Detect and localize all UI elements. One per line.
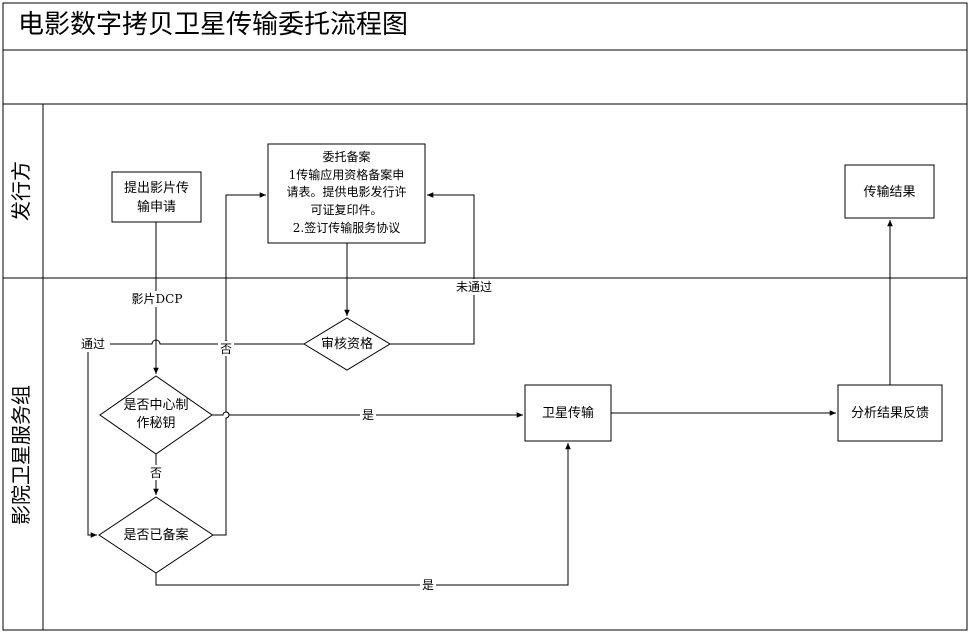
node-submit-request: 提出影片传 输申请 [111,171,202,223]
node-satellite-transfer: 卫星传输 [524,384,612,442]
decision-center-key: 是否中心制 作秘钥 [99,375,213,455]
page-title: 电影数字拷贝卫星传输委托流程图 [18,10,408,40]
edge-recorded-yes [155,443,571,586]
edge-label-bg [218,341,234,356]
edge-label-no-upper: 否 [220,342,232,356]
edge-label-passed: 通过 [81,337,105,351]
edge-review-passed [110,339,304,345]
node-submit-request-line1: 提出影片传 [124,180,189,196]
edge-label-film-dcp: 影片DCP [132,292,183,306]
decision-center-key-line2: 作秘钥 [136,416,175,431]
node-entrust-record-line5: 2.签订传输服务协议 [293,220,400,235]
node-submit-request-line2: 输申请 [137,199,176,215]
edge-label-bg [148,465,164,480]
lane-label-distributor: 发行方 [9,161,33,221]
node-entrust-record: 委托备案 1传输应用资格备案申 请表。提供电影发行许 可证复印件。 2.签订传输… [267,143,426,244]
edge-center-key-yes [212,411,523,418]
node-entrust-record-line4: 可证复印件。 [310,203,382,217]
node-transfer-result: 传输结果 [844,164,935,219]
edge-passed-to-recorded [87,352,97,538]
decision-review-qualification-label: 审核资格 [321,336,373,352]
edge-review-not-passed [390,192,475,345]
edge-label-bg [128,291,186,307]
node-satellite-transfer-label: 卫星传输 [542,405,594,421]
edge-label-bg [420,577,436,592]
node-analyze-feedback: 分析结果反馈 [837,384,943,442]
edge-label-not-passed: 未通过 [456,280,492,294]
edge-label-yes-upper: 是 [362,408,374,422]
edge-label-yes-lower: 是 [422,578,434,592]
node-entrust-record-line3: 请表。提供电影发行许 [286,184,406,199]
edge-label-bg [360,407,376,422]
node-transfer-result-label: 传输结果 [863,184,915,200]
node-analyze-feedback-label: 分析结果反馈 [851,406,929,421]
node-entrust-record-line1: 委托备案 [322,149,370,164]
edge-recorded-no [213,192,266,536]
decision-is-recorded: 是否已备案 [98,496,214,574]
decision-is-recorded-label: 是否已备案 [123,527,188,543]
node-entrust-record-line2: 1传输应用资格备案申 [289,167,405,182]
edge-label-no-lower: 否 [150,466,162,480]
decision-center-key-line1: 是否中心制 [123,398,188,413]
decision-review-qualification: 审核资格 [303,317,391,371]
lane-label-cinema-satellite-group: 影院卫星服务组 [9,385,33,525]
edge-label-bg [452,279,496,295]
